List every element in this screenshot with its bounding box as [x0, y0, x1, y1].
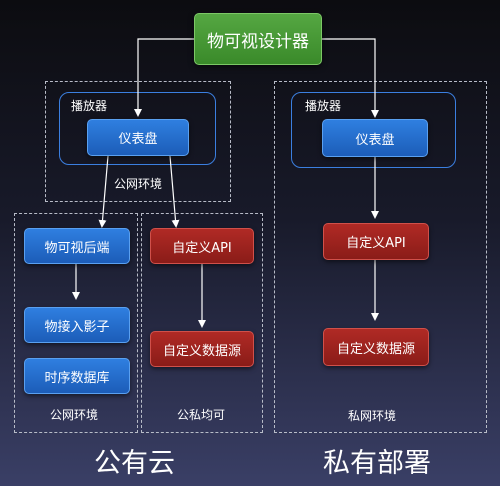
- mixed-custom-api-node: 自定义API: [150, 228, 254, 264]
- arrow-dashboard-to-custom-api: [169, 155, 180, 228]
- private-deploy-title: 私有部署: [323, 448, 431, 479]
- backend-node: 物可视后端: [24, 228, 130, 264]
- private-custom-api-node: 自定义API: [323, 223, 429, 260]
- public-env-top-label: 公网环境: [114, 177, 163, 191]
- public-env-bottom-group: [14, 213, 138, 433]
- player-public-label: 播放器: [71, 99, 108, 113]
- arrow-designer-to-private-dashboard: [322, 38, 379, 118]
- player-private-container: [291, 92, 456, 168]
- private-env-label: 私网环境: [348, 409, 397, 423]
- private-dashboard-node: 仪表盘: [322, 119, 428, 157]
- tsdb-node: 时序数据库: [24, 358, 130, 394]
- private-env-group: [274, 81, 487, 433]
- player-private-label: 播放器: [305, 99, 342, 113]
- arrow-designer-to-public-dashboard: [134, 38, 194, 117]
- public-env-bottom-label: 公网环境: [50, 408, 99, 422]
- mixed-env-group: [141, 213, 263, 433]
- arrow-dashboard-to-backend: [98, 155, 109, 228]
- designer-node: 物可视设计器: [194, 13, 322, 65]
- mixed-custom-source-node: 自定义数据源: [150, 331, 254, 367]
- public-cloud-title: 公有云: [94, 448, 175, 479]
- public-dashboard-node: 仪表盘: [87, 119, 189, 156]
- private-custom-source-node: 自定义数据源: [323, 328, 429, 366]
- shadow-node: 物接入影子: [24, 307, 130, 343]
- mixed-env-label: 公私均可: [177, 408, 226, 422]
